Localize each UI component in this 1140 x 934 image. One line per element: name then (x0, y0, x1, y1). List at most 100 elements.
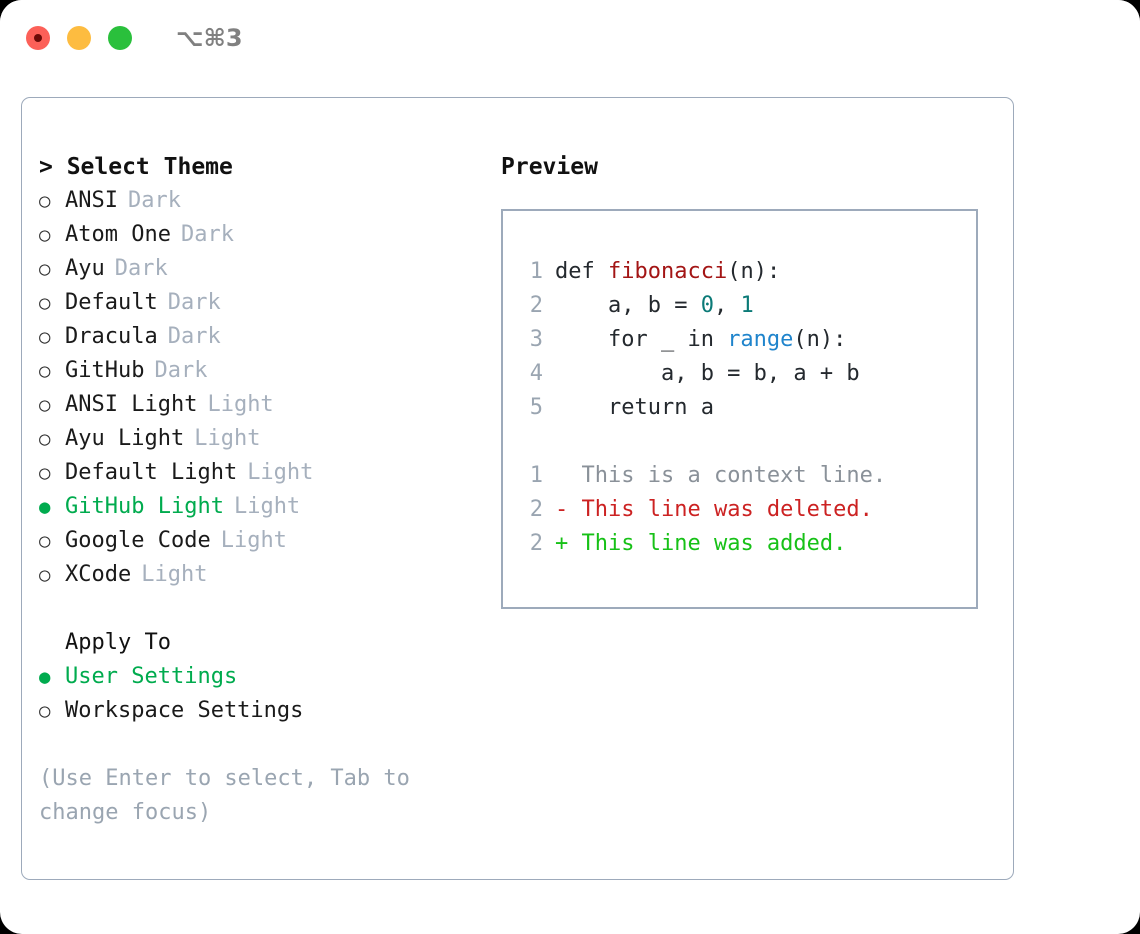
radio-icon[interactable]: ○ (39, 394, 51, 416)
theme-option-ansi[interactable]: ○ ANSI Dark (39, 184, 499, 218)
keyboard-shortcut-label: ⌥⌘3 (176, 24, 243, 52)
code-text: a, b = b, a + b (555, 361, 860, 386)
radio-icon[interactable]: ○ (39, 564, 51, 586)
theme-option-ayu-light[interactable]: ○ Ayu Light Light (39, 422, 499, 456)
code-function-name: fibonacci (607, 259, 728, 284)
theme-name: Google Code (65, 528, 211, 553)
line-number: 3 (529, 327, 543, 352)
code-number: 0 (700, 293, 714, 318)
apply-to-option-workspace-settings[interactable]: ○ Workspace Settings (39, 694, 499, 728)
radio-icon[interactable]: ○ (39, 360, 51, 382)
keyboard-hint-text: (Use Enter to select, Tab to change focu… (39, 766, 424, 825)
theme-tag: Dark (154, 358, 208, 383)
theme-tag: Light (194, 426, 261, 451)
code-text: , (713, 293, 741, 318)
select-theme-header: > Select Theme (39, 154, 233, 180)
radio-icon[interactable]: ○ (39, 326, 51, 348)
theme-name: Atom One (65, 222, 171, 247)
theme-name: ANSI Light (65, 392, 198, 417)
code-text: (n): (793, 327, 847, 352)
radio-icon[interactable]: ○ (39, 292, 51, 314)
theme-tag: Dark (127, 188, 181, 213)
theme-name: ANSI (65, 188, 118, 213)
diff-line-deleted: 2- This line was deleted. (521, 493, 976, 527)
code-number: 1 (740, 293, 754, 318)
spacer (521, 425, 976, 459)
theme-tag: Light (207, 392, 274, 417)
radio-icon[interactable]: ○ (39, 530, 51, 552)
radio-icon[interactable]: ○ (39, 462, 51, 484)
theme-tag: Dark (167, 324, 221, 349)
diff-line-added: 2 + This line was added. (521, 527, 976, 561)
theme-name: Default (65, 290, 158, 315)
radio-icon[interactable]: ○ (39, 224, 51, 246)
radio-icon-selected[interactable]: ● (39, 666, 51, 688)
theme-tag: Light (141, 562, 208, 587)
close-button[interactable] (26, 26, 50, 50)
spacer (39, 592, 499, 626)
theme-name: GitHub Light (65, 494, 224, 519)
theme-option-list: ○ ANSI Dark ○ Atom One Dark ○ Ayu Dark (39, 184, 499, 592)
line-number: 1 (529, 259, 543, 284)
code-line: 4 a, b = b, a + b (521, 357, 976, 391)
theme-option-ansi-light[interactable]: ○ ANSI Light Light (39, 388, 499, 422)
theme-option-dracula[interactable]: ○ Dracula Dark (39, 320, 499, 354)
radio-icon-selected[interactable]: ● (39, 496, 51, 518)
diff-text: This line was deleted. (581, 497, 873, 522)
title-bar: ⌥⌘3 (0, 0, 1140, 76)
apply-to-header: Apply To (65, 630, 171, 655)
main-panel: > Select Theme ○ ANSI Dark ○ Atom One Da… (21, 97, 1014, 880)
theme-name: Dracula (65, 324, 158, 349)
code-text: (n): (727, 259, 781, 284)
theme-option-ayu[interactable]: ○ Ayu Dark (39, 252, 499, 286)
code-text: a, b = (555, 293, 701, 318)
radio-icon[interactable]: ○ (39, 190, 51, 212)
preview-header: Preview (501, 154, 598, 180)
theme-option-google-code[interactable]: ○ Google Code Light (39, 524, 499, 558)
theme-option-github-light[interactable]: ● GitHub Light Light (39, 490, 499, 524)
code-text: def (555, 259, 608, 284)
line-number: 4 (529, 361, 543, 386)
theme-tag: Light (247, 460, 314, 485)
zoom-button[interactable] (108, 26, 132, 50)
diff-marker: + (555, 531, 569, 556)
theme-tag: Dark (180, 222, 234, 247)
theme-option-xcode[interactable]: ○ XCode Light (39, 558, 499, 592)
theme-tag: Light (220, 528, 287, 553)
theme-name: GitHub (65, 358, 145, 383)
radio-icon[interactable]: ○ (39, 258, 51, 280)
theme-tag: Dark (167, 290, 221, 315)
theme-selector-column: > Select Theme ○ ANSI Dark ○ Atom One Da… (39, 150, 499, 830)
apply-to-option-user-settings[interactable]: ● User Settings (39, 660, 499, 694)
diff-text: This is a context line. (581, 463, 887, 488)
theme-tag: Dark (114, 256, 168, 281)
diff-sample: 1 This is a context line. 2- This line w… (521, 459, 976, 561)
theme-option-atom-one[interactable]: ○ Atom One Dark (39, 218, 499, 252)
line-number: 2 (529, 531, 543, 556)
diff-text: This line was added. (581, 531, 847, 556)
diff-line-context: 1 This is a context line. (521, 459, 976, 493)
line-number: 2 (529, 293, 543, 318)
apply-to-option-list: ● User Settings ○ Workspace Settings (39, 660, 499, 728)
traffic-light-buttons (26, 26, 132, 50)
line-number: 5 (529, 395, 543, 420)
theme-name: Default Light (65, 460, 238, 485)
theme-option-github[interactable]: ○ GitHub Dark (39, 354, 499, 388)
code-line: 5 return a (521, 391, 976, 425)
radio-icon[interactable]: ○ (39, 428, 51, 450)
theme-name: Ayu (65, 256, 105, 281)
line-number: 2 (529, 497, 543, 522)
diff-marker (555, 463, 568, 488)
diff-marker: - (555, 497, 569, 522)
theme-option-default[interactable]: ○ Default Dark (39, 286, 499, 320)
code-line: 3 for _ in range(n): (521, 323, 976, 357)
code-line: 2 a, b = 0, 1 (521, 289, 976, 323)
radio-icon[interactable]: ○ (39, 700, 51, 722)
minimize-button[interactable] (67, 26, 91, 50)
theme-option-default-light[interactable]: ○ Default Light Light (39, 456, 499, 490)
code-text: return a (555, 395, 714, 420)
code-builtin-call: range (727, 327, 794, 352)
